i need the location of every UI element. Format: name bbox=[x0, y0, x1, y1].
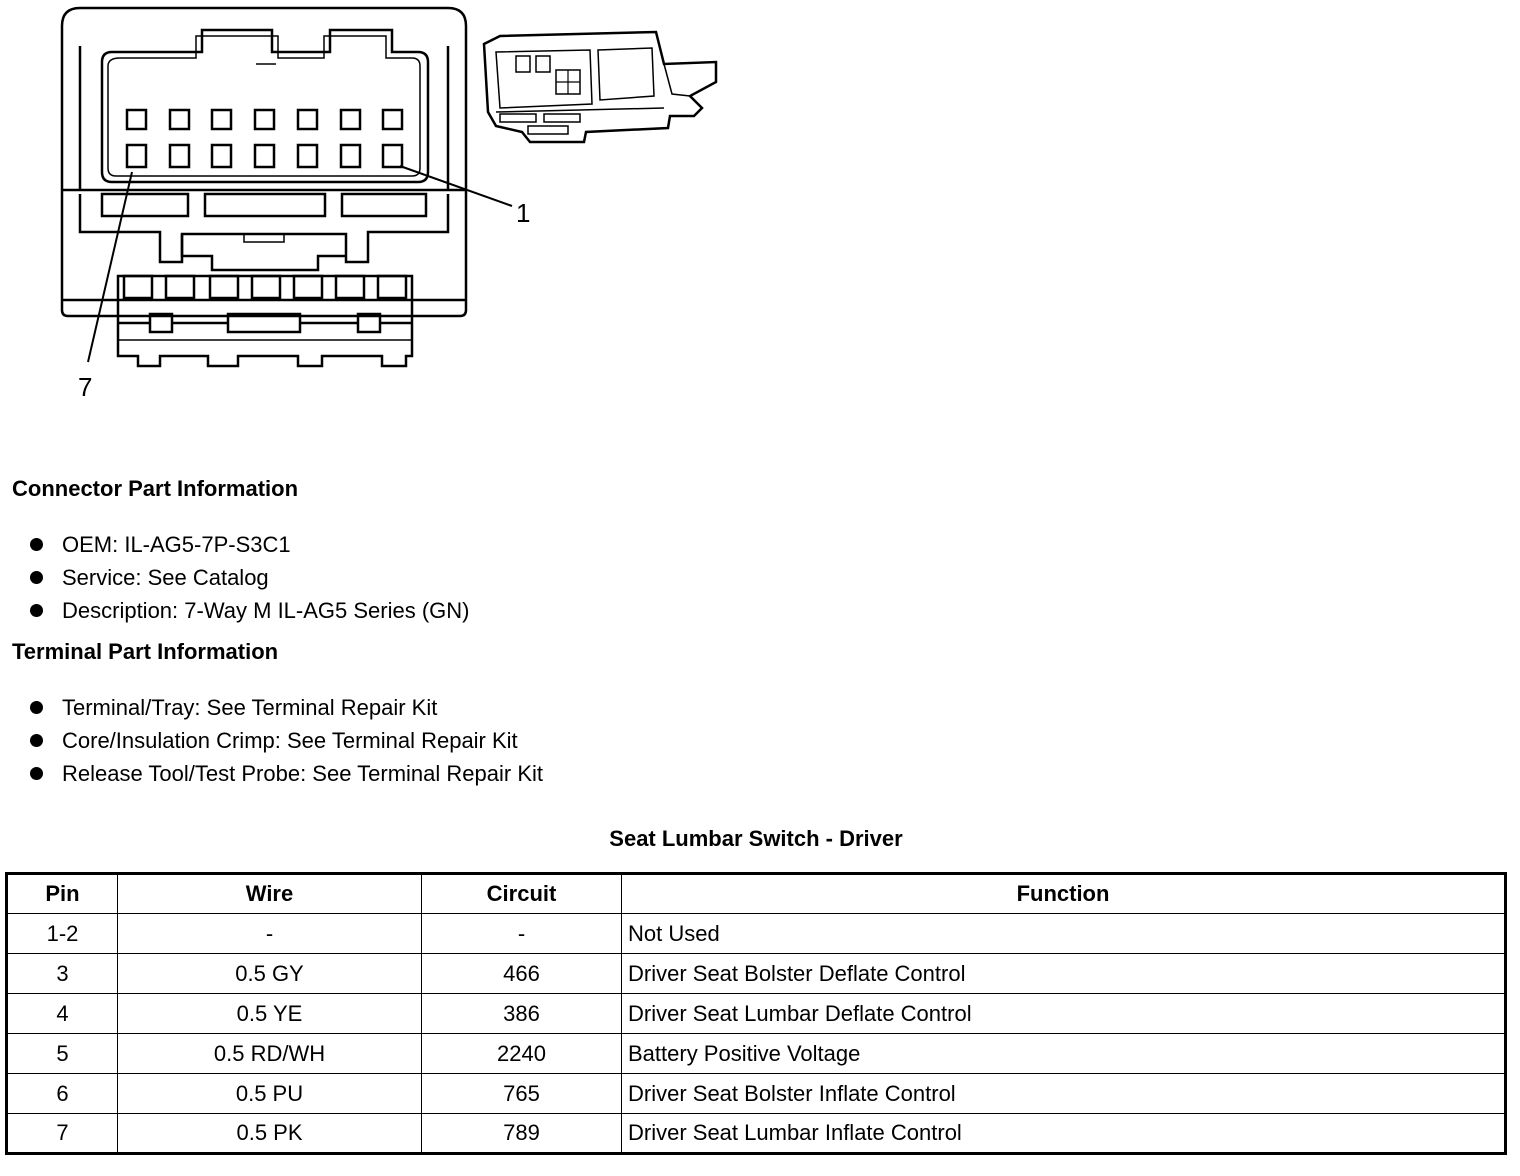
column-header-function: Function bbox=[621, 873, 1506, 914]
list-item: Service: See Catalog bbox=[28, 561, 470, 594]
function-cell: Not Used bbox=[621, 913, 1506, 954]
connector-part-info-heading: Connector Part Information bbox=[12, 476, 299, 501]
column-header-circuit: Circuit bbox=[421, 873, 622, 914]
wire-cell: - bbox=[117, 913, 422, 954]
table-row: 3 0.5 GY 466 Driver Seat Bolster Deflate… bbox=[6, 953, 1506, 994]
list-item: Description: 7-Way M IL-AG5 Series (GN) bbox=[28, 594, 470, 627]
connector-face-diagram: 1 7 bbox=[60, 6, 718, 402]
pin-cell: 6 bbox=[6, 1073, 118, 1114]
wire-cell: 0.5 YE bbox=[117, 993, 422, 1034]
callout-pin-1: 1 bbox=[516, 198, 530, 228]
list-item: Core/Insulation Crimp: See Terminal Repa… bbox=[28, 724, 543, 757]
pin-cell: 3 bbox=[6, 953, 118, 994]
function-cell: Battery Positive Voltage bbox=[621, 1033, 1506, 1074]
table-row: 1-2 - - Not Used bbox=[6, 913, 1506, 954]
list-item: Terminal/Tray: See Terminal Repair Kit bbox=[28, 691, 543, 724]
circuit-cell: 466 bbox=[421, 953, 622, 994]
table-header-row: Pin Wire Circuit Function bbox=[6, 873, 1506, 914]
circuit-cell: 789 bbox=[421, 1113, 622, 1154]
pinout-table: Pin Wire Circuit Function 1-2 - - Not Us… bbox=[5, 872, 1507, 1155]
table-title: Seat Lumbar Switch - Driver bbox=[609, 826, 903, 851]
circuit-cell: 386 bbox=[421, 993, 622, 1034]
function-cell: Driver Seat Lumbar Inflate Control bbox=[621, 1113, 1506, 1154]
connector-housing bbox=[60, 6, 468, 318]
wire-cell: 0.5 RD/WH bbox=[117, 1033, 422, 1074]
column-header-pin: Pin bbox=[6, 873, 118, 914]
function-cell: Driver Seat Bolster Inflate Control bbox=[621, 1073, 1506, 1114]
column-header-wire: Wire bbox=[117, 873, 422, 914]
table-row: 7 0.5 PK 789 Driver Seat Lumbar Inflate … bbox=[6, 1113, 1506, 1154]
terminal-row-lower bbox=[125, 143, 404, 169]
pin-cell: 5 bbox=[6, 1033, 118, 1074]
function-cell: Driver Seat Bolster Deflate Control bbox=[621, 953, 1506, 994]
function-cell: Driver Seat Lumbar Deflate Control bbox=[621, 993, 1506, 1034]
terminal-part-info-list: Terminal/Tray: See Terminal Repair Kit C… bbox=[28, 691, 543, 790]
terminal-row-upper bbox=[125, 108, 404, 131]
circuit-cell: - bbox=[421, 913, 622, 954]
list-item: OEM: IL-AG5-7P-S3C1 bbox=[28, 528, 470, 561]
list-item: Release Tool/Test Probe: See Terminal Re… bbox=[28, 757, 543, 790]
table-row: 5 0.5 RD/WH 2240 Battery Positive Voltag… bbox=[6, 1033, 1506, 1074]
callout-pin-7: 7 bbox=[78, 372, 92, 402]
wire-cell: 0.5 PK bbox=[117, 1113, 422, 1154]
circuit-cell: 765 bbox=[421, 1073, 622, 1114]
table-row: 4 0.5 YE 386 Driver Seat Lumbar Deflate … bbox=[6, 993, 1506, 1034]
wire-cell: 0.5 GY bbox=[117, 953, 422, 994]
terminal-cavity bbox=[100, 28, 430, 184]
connector-side-view bbox=[482, 30, 718, 144]
circuit-cell: 2240 bbox=[421, 1033, 622, 1074]
pin-cell: 7 bbox=[6, 1113, 118, 1154]
terminal-part-info-heading: Terminal Part Information bbox=[12, 639, 279, 664]
connector-part-info-list: OEM: IL-AG5-7P-S3C1 Service: See Catalog… bbox=[28, 528, 470, 627]
locking-clip bbox=[116, 274, 414, 368]
wire-cell: 0.5 PU bbox=[117, 1073, 422, 1114]
table-row: 6 0.5 PU 765 Driver Seat Bolster Inflate… bbox=[6, 1073, 1506, 1114]
leader-line-pin-7 bbox=[87, 171, 133, 363]
leader-line-pin-1 bbox=[399, 165, 513, 207]
pin-cell: 4 bbox=[6, 993, 118, 1034]
pin-cell: 1-2 bbox=[6, 913, 118, 954]
